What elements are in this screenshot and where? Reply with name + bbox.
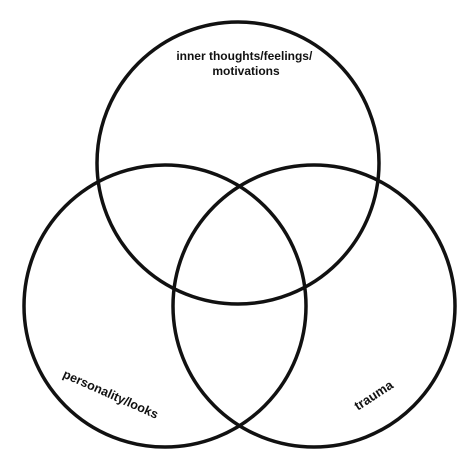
circle-left xyxy=(22,163,308,449)
label-top: inner thoughts/feelings/ motivations xyxy=(176,49,315,78)
label-right: trauma xyxy=(351,377,396,414)
circle-right xyxy=(171,163,457,449)
circle-top xyxy=(95,20,381,306)
label-top-line-2: motivations xyxy=(212,64,280,78)
label-top-line-1: inner thoughts/feelings/ xyxy=(176,49,313,63)
